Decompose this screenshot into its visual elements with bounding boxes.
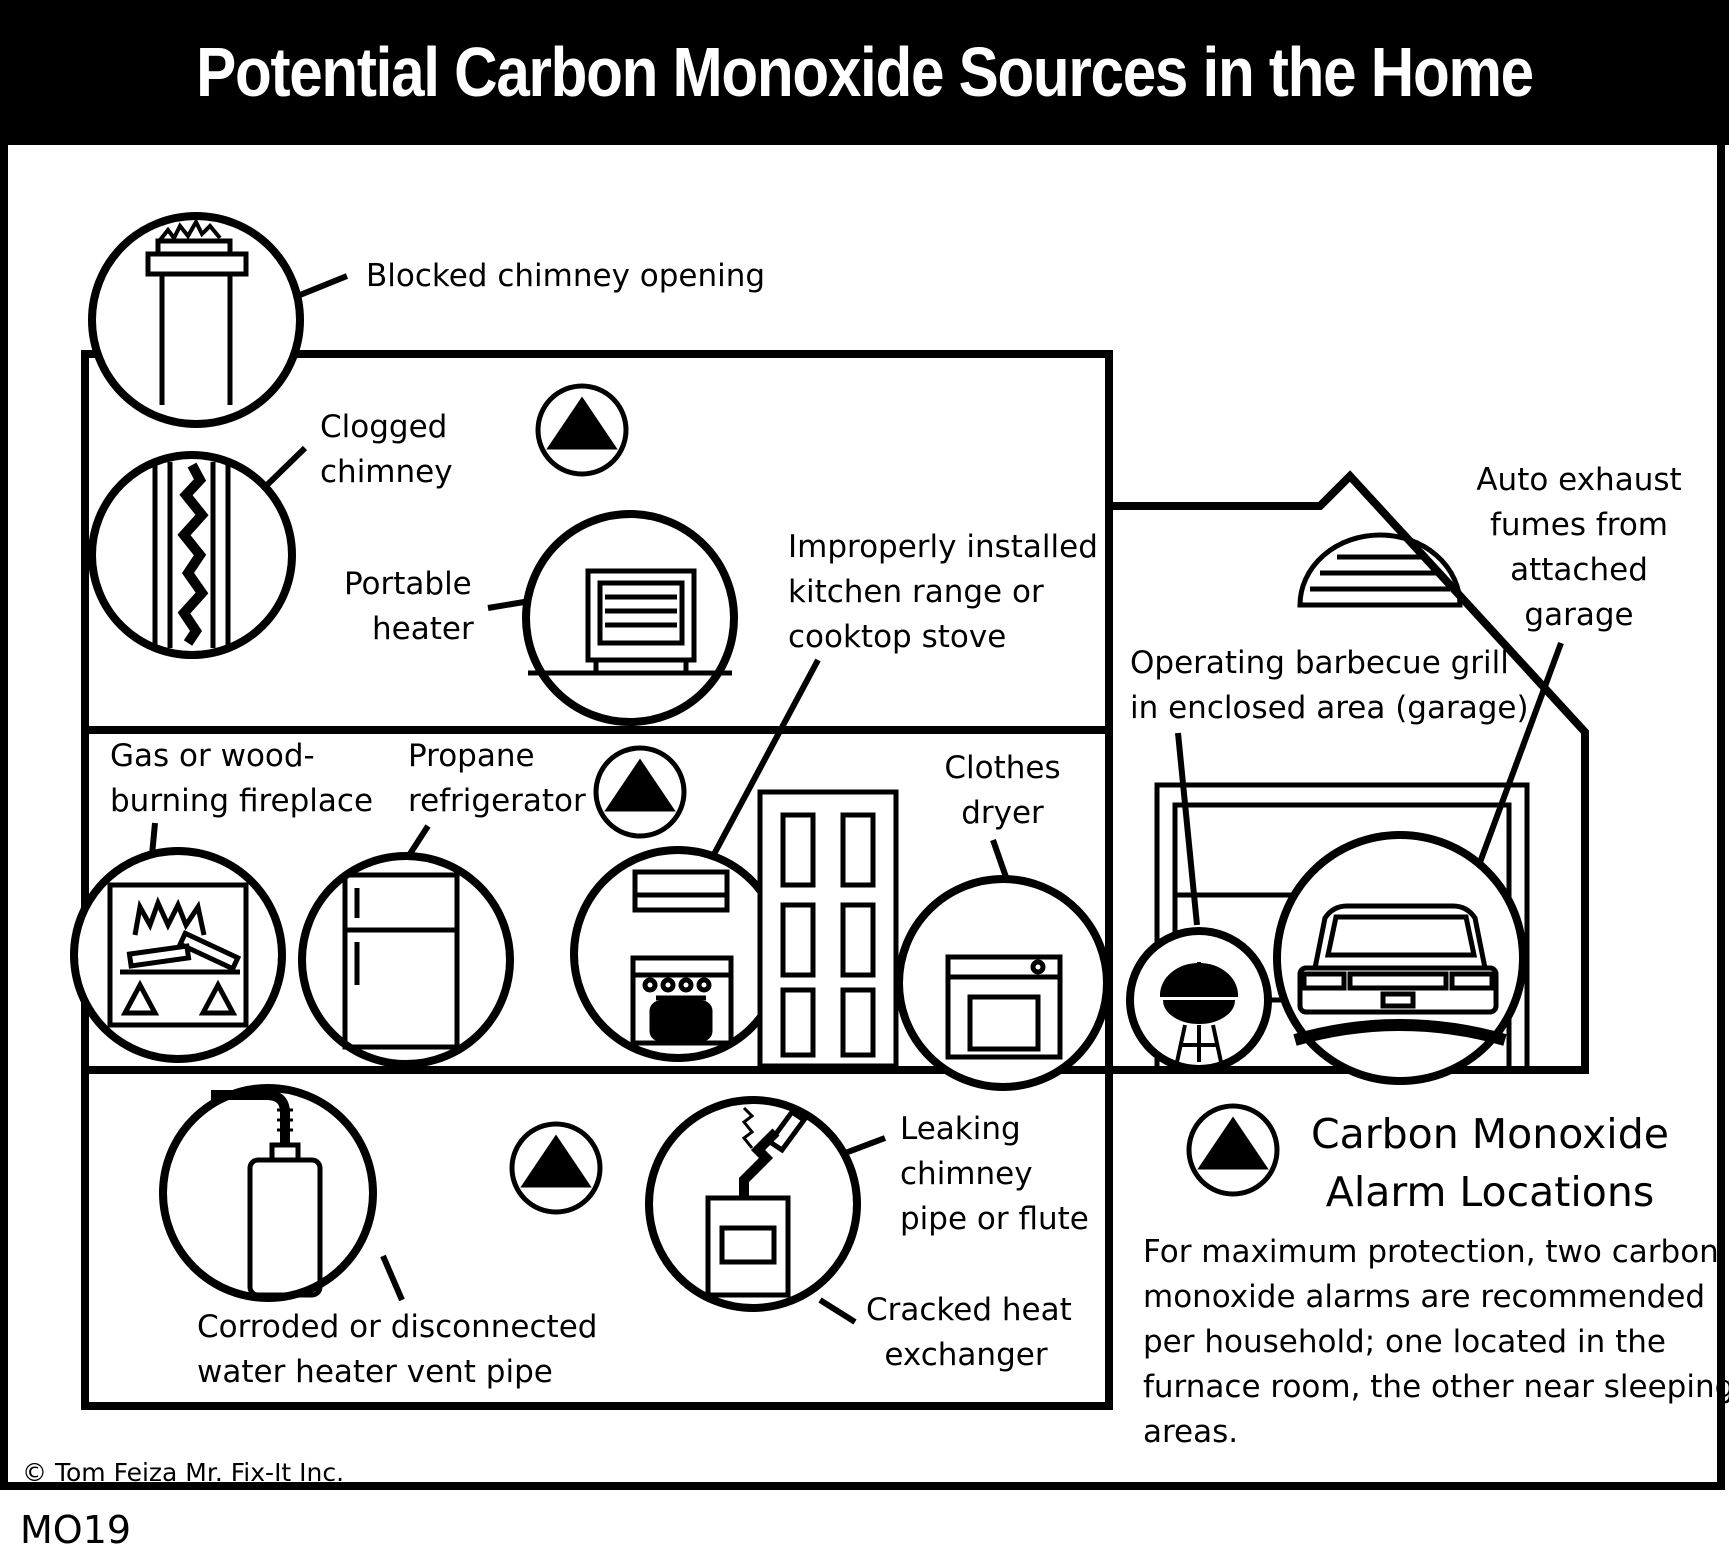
label-line: attached bbox=[1510, 552, 1648, 588]
label-line: Improperly installed bbox=[788, 529, 1098, 565]
label-line: exchanger bbox=[884, 1337, 1048, 1373]
label-fireplace: Gas or wood- burning fireplace bbox=[110, 734, 373, 824]
interior-door bbox=[757, 789, 899, 1069]
label-line: pipe or flute bbox=[900, 1201, 1089, 1237]
blocked-chimney-icon bbox=[88, 212, 304, 428]
label-line: Propane bbox=[408, 738, 535, 774]
portable-heater-icon bbox=[522, 510, 738, 726]
label-line: chimney bbox=[320, 454, 453, 490]
co-alarm-upper-icon bbox=[535, 383, 629, 477]
label-line: burning fireplace bbox=[110, 783, 374, 819]
legend-title: Carbon Monoxide Alarm Locations bbox=[1310, 1105, 1670, 1221]
label-heat-exchanger: Cracked heat exchanger bbox=[866, 1288, 1072, 1378]
clothes-dryer-icon bbox=[895, 875, 1111, 1091]
label-line: heater bbox=[372, 611, 474, 647]
legend-note-line: furnace room, the other near sleeping bbox=[1143, 1369, 1729, 1405]
label-line: in enclosed area (garage) bbox=[1130, 690, 1529, 726]
co-alarm-basement-icon bbox=[509, 1121, 603, 1215]
label-line: Corroded or disconnected bbox=[197, 1309, 598, 1345]
label-line: dryer bbox=[961, 795, 1044, 831]
label-line: Cracked heat bbox=[866, 1292, 1072, 1328]
label-line: garage bbox=[1524, 597, 1634, 633]
figure-code: MO19 bbox=[20, 1508, 132, 1552]
clogged-chimney-icon bbox=[88, 451, 296, 659]
legend-title-line: Carbon Monoxide bbox=[1311, 1110, 1669, 1158]
water-heater-icon bbox=[159, 1084, 377, 1302]
label-line: fumes from bbox=[1490, 507, 1668, 543]
car-exhaust-icon bbox=[1273, 831, 1527, 1085]
furnace-icon bbox=[645, 1096, 861, 1312]
label-line: Operating barbecue grill bbox=[1130, 645, 1509, 681]
copyright-notice: © Tom Feiza Mr. Fix-It Inc. bbox=[22, 1458, 345, 1487]
label-line: Gas or wood- bbox=[110, 738, 315, 774]
diagram-frame bbox=[0, 145, 1725, 1490]
label-line: Clogged bbox=[320, 409, 448, 445]
legend-title-line: Alarm Locations bbox=[1325, 1168, 1655, 1216]
label-auto-exhaust: Auto exhaust fumes from attached garage bbox=[1468, 458, 1690, 638]
fireplace-icon bbox=[70, 847, 286, 1063]
label-refrigerator: Propane refrigerator bbox=[408, 734, 586, 824]
label-bbq-grill: Operating barbecue grill in enclosed are… bbox=[1130, 641, 1529, 731]
legend-note: For maximum protection, two carbon monox… bbox=[1143, 1230, 1729, 1455]
legend-note-line: monoxide alarms are recommended bbox=[1143, 1279, 1706, 1315]
kitchen-range-icon bbox=[570, 846, 786, 1062]
label-portable-heater: Portable heater bbox=[342, 562, 474, 652]
refrigerator-icon bbox=[298, 852, 514, 1068]
label-line: water heater vent pipe bbox=[197, 1354, 553, 1390]
label-kitchen-range: Improperly installed kitchen range or co… bbox=[788, 525, 1098, 660]
label-line: Leaking bbox=[900, 1111, 1021, 1147]
barbecue-grill-icon bbox=[1126, 927, 1272, 1073]
label-clogged-chimney: Clogged chimney bbox=[320, 405, 453, 495]
legend-note-line: For maximum protection, two carbon bbox=[1143, 1234, 1719, 1270]
label-line: Portable bbox=[343, 566, 472, 602]
label-water-heater: Corroded or disconnected water heater ve… bbox=[197, 1305, 597, 1395]
label-leaking-chimney: Leaking chimney pipe or flute bbox=[900, 1107, 1089, 1242]
title-bar: Potential Carbon Monoxide Sources in the… bbox=[0, 0, 1729, 145]
gable-vent-icon bbox=[1297, 532, 1463, 608]
label-line: refrigerator bbox=[408, 783, 586, 819]
co-alarm-legend-icon bbox=[1186, 1103, 1280, 1197]
co-alarm-main-icon bbox=[593, 745, 687, 839]
label-line: kitchen range or bbox=[788, 574, 1044, 610]
label-line: cooktop stove bbox=[788, 619, 1007, 655]
label-clothes-dryer: Clothes dryer bbox=[935, 746, 1070, 836]
label-line: chimney bbox=[900, 1156, 1033, 1192]
leader-lines bbox=[149, 273, 1564, 1325]
label-line: Auto exhaust bbox=[1476, 462, 1682, 498]
label-line: Clothes bbox=[944, 750, 1061, 786]
legend-note-line: per household; one located in the bbox=[1143, 1324, 1666, 1360]
legend-note-line: areas. bbox=[1143, 1414, 1239, 1450]
page-title: Potential Carbon Monoxide Sources in the… bbox=[196, 33, 1534, 111]
label-blocked-chimney: Blocked chimney opening bbox=[366, 258, 766, 294]
